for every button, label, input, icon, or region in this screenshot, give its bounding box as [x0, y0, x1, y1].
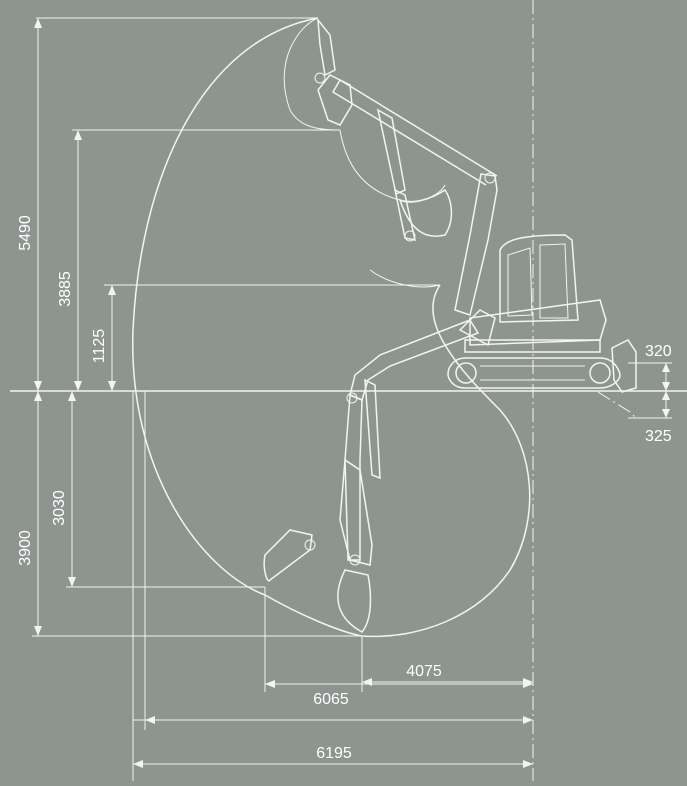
raised-boom [314, 17, 498, 316]
dim-3900: 3900 [17, 391, 362, 637]
dim-6195: 6195 [132, 391, 533, 781]
label-3900: 3900 [17, 530, 34, 566]
label-6195: 6195 [316, 745, 352, 762]
dim-1125: 1125 [91, 284, 440, 391]
label-325: 325 [645, 428, 672, 445]
bucket-arc [339, 129, 446, 202]
inner-arc [369, 269, 441, 288]
label-3885: 3885 [57, 271, 74, 307]
lowered-boom [263, 319, 480, 633]
label-3030: 3030 [51, 490, 68, 526]
dim-6065: 6065 [265, 680, 533, 708]
label-320: 320 [645, 343, 672, 360]
dim-3030: 3030 [51, 391, 265, 588]
label-5490: 5490 [17, 215, 34, 251]
label-6065: 6065 [313, 691, 349, 708]
dim-325: 325 [628, 391, 672, 445]
dim-5490: 5490 [17, 17, 318, 391]
dim-6195-secondary [133, 391, 533, 730]
dim-3885: 3885 [57, 129, 340, 391]
excavator-body [447, 234, 637, 419]
boom-top-arc [283, 17, 341, 131]
label-1125: 1125 [91, 329, 108, 364]
dim-4075: 4075 [264, 587, 533, 692]
dim-320: 320 [628, 343, 672, 391]
label-4075: 4075 [406, 663, 442, 680]
